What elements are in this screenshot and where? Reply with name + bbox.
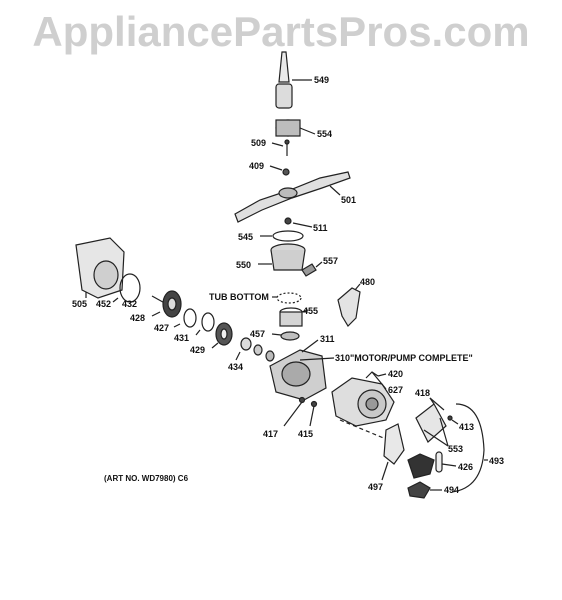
label-426: 426	[458, 462, 473, 472]
label-tub-bottom: TUB BOTTOM	[209, 292, 269, 302]
part-505-inlet-housing	[75, 237, 125, 299]
part-554-coupling	[275, 119, 316, 137]
part-434-fasteners	[235, 337, 275, 362]
part-549-tower-nozzle	[275, 51, 312, 109]
label-554: 554	[317, 129, 332, 139]
part-545-seal-ring	[260, 230, 304, 242]
art-number: (ART NO. WD7980) C6	[104, 474, 189, 483]
label-501: 501	[341, 195, 356, 205]
part-557-clip	[301, 261, 323, 277]
part-511-nut	[284, 217, 313, 228]
part-415-screw	[309, 400, 318, 427]
label-509: 509	[251, 138, 266, 148]
label-455: 455	[303, 306, 318, 316]
label-511: 511	[313, 223, 328, 233]
part-310-pump-body	[269, 339, 335, 401]
part-431-washer	[195, 312, 215, 336]
part-509-screw	[271, 139, 290, 156]
part-417-screw	[283, 396, 306, 427]
label-429: 429	[190, 345, 205, 355]
label-553: 553	[448, 444, 463, 454]
part-550-housing	[258, 243, 306, 271]
label-413: 413	[459, 422, 474, 432]
label-409: 409	[249, 161, 264, 171]
part-426-switch	[407, 451, 457, 479]
label-431: 431	[174, 333, 189, 343]
label-505: 505	[72, 299, 87, 309]
label-480: 480	[360, 277, 375, 287]
label-415: 415	[298, 429, 313, 439]
tub-bottom-ring	[272, 292, 302, 304]
part-455-sleeve	[279, 307, 309, 327]
label-427: 427	[154, 323, 169, 333]
label-493: 493	[489, 456, 504, 466]
label-457: 457	[250, 329, 265, 339]
part-428-seal	[151, 290, 182, 318]
part-497-bracket	[381, 423, 405, 481]
label-420: 420	[388, 369, 403, 379]
part-413-screw	[447, 415, 459, 425]
label-494: 494	[444, 485, 459, 495]
label-432: 432	[122, 299, 137, 309]
part-409-nut	[269, 165, 290, 176]
part-427-gasket	[173, 308, 197, 328]
label-550: 550	[236, 260, 251, 270]
label-418: 418	[415, 388, 430, 398]
label-motor-pump-complete: 310"MOTOR/PUMP COMPLETE"	[335, 353, 473, 363]
part-627-motor	[331, 371, 395, 427]
label-428: 428	[130, 313, 145, 323]
part-457-impeller	[271, 331, 300, 341]
part-418-bracket	[415, 397, 447, 443]
label-311: 311	[320, 334, 335, 344]
part-429-seal	[211, 322, 233, 349]
label-452: 452	[96, 299, 111, 309]
label-557: 557	[323, 256, 338, 266]
part-553-leader	[423, 417, 449, 447]
part-501-spray-arm	[234, 171, 351, 223]
label-627: 627	[388, 385, 403, 395]
part-494-block	[407, 481, 442, 499]
watermark-text: AppliancePartsPros.com	[32, 8, 530, 55]
label-545: 545	[238, 232, 253, 242]
label-434: 434	[228, 362, 243, 372]
part-493-brace	[451, 403, 485, 493]
label-549: 549	[314, 75, 329, 85]
part-480-chute	[337, 283, 361, 327]
part-452-clamp	[112, 273, 141, 303]
label-417: 417	[263, 429, 278, 439]
label-497: 497	[368, 482, 383, 492]
